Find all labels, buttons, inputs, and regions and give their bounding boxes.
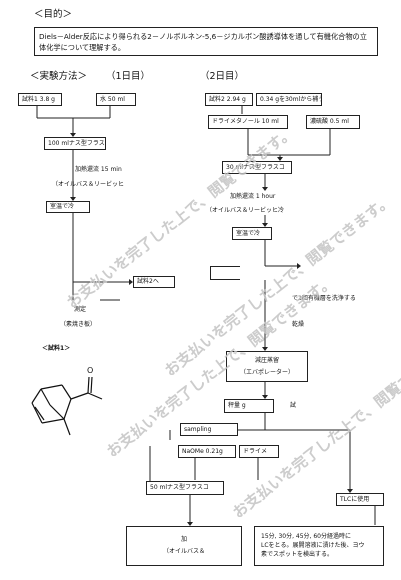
day2-sample-short: 試 bbox=[290, 402, 297, 409]
structure-label: ＜試料1＞ bbox=[42, 345, 71, 352]
day2-label: （2日目） bbox=[200, 71, 245, 82]
day2-acid-box: 濃硫酸 0.5 ml bbox=[306, 115, 360, 129]
day1-cooling-box: 室温で冷 bbox=[46, 201, 90, 213]
day1-sample-box: 試料1 3.8 g bbox=[18, 93, 62, 106]
day2-heat2-box: 加 （オイルバス＆ bbox=[126, 526, 242, 566]
day1-water-box: 水 50 ml bbox=[96, 93, 136, 106]
day2-flask-box: 30 mlナス型フラスコ bbox=[222, 161, 292, 174]
svg-text:O: O bbox=[87, 366, 93, 375]
day2-tlc-box: TLCに使用 bbox=[336, 493, 384, 506]
day2-ethanol-box: ドライメタノール 10 ml bbox=[208, 115, 288, 129]
day2-note-box: 0.34 gを30mlから補う bbox=[256, 93, 322, 106]
day2-cooling-box: 室温で冷 bbox=[232, 227, 272, 240]
evaporation-title: 減圧蒸留 bbox=[254, 356, 279, 364]
evaporation-detail: （エバポレーター） bbox=[239, 368, 294, 376]
norbornene-structure-image: O bbox=[31, 366, 103, 436]
day1-reflux-text: 加熱還流 15 min bbox=[75, 166, 122, 173]
day2-drymethanol-box: ドライメ bbox=[239, 445, 279, 458]
day2-sampling-box: sampling bbox=[180, 423, 238, 436]
day2-reflux-text: 加熱還流 1 hour bbox=[230, 193, 276, 200]
day2-extract-box bbox=[210, 266, 240, 280]
purpose-text: Diels－Alder反応により得られる2－ノルボルネン-5,6－ジカルボン酸誘… bbox=[34, 27, 378, 56]
day2-dry-text: 乾燥 bbox=[292, 321, 305, 328]
day1-sample2-box: 試料2へ bbox=[133, 276, 175, 288]
day2-weigh-box: 秤量 g bbox=[224, 399, 274, 413]
day2-wash-text: で2回有機層を洗浄する bbox=[292, 295, 356, 302]
day2-reflux-detail: （オイルバス＆リービッヒ冷 bbox=[206, 207, 285, 214]
heat2-detail: （オイルバス＆ bbox=[162, 548, 205, 555]
tlc-note-line-1: 15分, 30分, 45分, 60分経過時に bbox=[261, 533, 351, 540]
purpose-heading: ＜目的＞ bbox=[34, 9, 73, 20]
day1-plate-text: （素焼き板） bbox=[60, 321, 97, 328]
day1-label: （1日目） bbox=[106, 71, 151, 82]
day2-naome-box: NaOMe 0.21g bbox=[178, 445, 236, 458]
day1-measure-text: 測定 bbox=[74, 306, 87, 313]
day1-reflux-detail: （オイルバス＆リービッヒ bbox=[52, 181, 125, 188]
tlc-note-line-3: 素でスポットを検出する。 bbox=[261, 551, 334, 558]
day2-sample-box: 試料2 2.94 g bbox=[205, 93, 253, 106]
day2-evaporation-box: 減圧蒸留 （エバポレーター） bbox=[226, 351, 308, 382]
day2-tlc-note-box: 15分, 30分, 45分, 60分経過時に LCをとる。展開溶液に漬けた後、ヨ… bbox=[254, 526, 384, 566]
method-heading: ＜実験方法＞ bbox=[30, 71, 88, 82]
day1-flask-box: 100 mlナス型フラスコ bbox=[44, 137, 106, 150]
day2-flask2-box: 50 mlナス型フラスコ bbox=[146, 481, 224, 495]
tlc-note-line-2: LCをとる。展開溶液に漬けた後、ヨウ bbox=[261, 542, 365, 549]
heat2-title: 加 bbox=[180, 536, 187, 543]
